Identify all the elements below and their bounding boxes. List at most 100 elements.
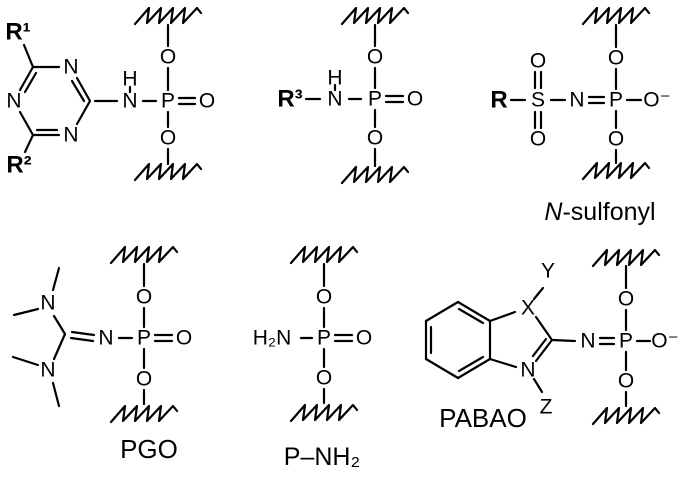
ring-bond bbox=[534, 338, 554, 363]
o-atom: O bbox=[367, 46, 383, 69]
structure-pgo: N N N P O O O PGO bbox=[11, 245, 192, 464]
n-atom: N bbox=[40, 292, 55, 315]
chain-squiggle bbox=[581, 6, 651, 26]
ring-n-atom: N bbox=[63, 124, 78, 147]
o-minus-atom: O⁻ bbox=[643, 89, 670, 112]
o-atom: O bbox=[530, 128, 546, 151]
chain-squiggle bbox=[340, 6, 410, 26]
ring-n-atom: N bbox=[6, 90, 21, 113]
structure-alkyl-phosphoramidate: R³ H N P O O O bbox=[277, 6, 423, 185]
n-atom: N bbox=[569, 89, 584, 112]
n-atom: N bbox=[98, 327, 113, 350]
o-atom: O bbox=[136, 286, 152, 309]
n-atom: N bbox=[122, 90, 137, 113]
h2n-group: H₂N bbox=[253, 327, 291, 350]
ring-bond bbox=[456, 357, 492, 380]
ring-bond-inner bbox=[531, 337, 548, 358]
ring-bond-inner bbox=[70, 79, 86, 103]
bond-methyl bbox=[12, 307, 40, 317]
ring-bond bbox=[424, 300, 460, 323]
h-atom: H bbox=[122, 68, 137, 91]
o-atom: O bbox=[316, 286, 332, 309]
chain-squiggle bbox=[591, 248, 661, 268]
chain-squiggle bbox=[340, 165, 410, 185]
o-atom: O bbox=[356, 327, 372, 350]
bond-methyl bbox=[11, 355, 40, 367]
n-atom: N bbox=[580, 330, 595, 353]
o-atom: O bbox=[618, 288, 634, 311]
o-atom: O bbox=[176, 327, 192, 350]
bond-n-z bbox=[532, 377, 544, 394]
substituent-r1: R¹ bbox=[5, 19, 30, 46]
chain-squiggle bbox=[289, 403, 359, 423]
o-atom: O bbox=[199, 90, 215, 113]
chain-squiggle bbox=[289, 245, 359, 265]
structure-caption: PABAO bbox=[439, 403, 527, 433]
o-atom: O bbox=[407, 88, 423, 111]
chain-squiggle bbox=[133, 162, 203, 182]
ring-bond bbox=[488, 357, 518, 369]
p-atom: P bbox=[137, 327, 151, 350]
substituent-r: R bbox=[490, 87, 507, 114]
p-atom: P bbox=[161, 90, 175, 113]
bond-methyl bbox=[51, 381, 61, 408]
bond-c-n bbox=[52, 332, 67, 361]
ring-bond-inner bbox=[457, 307, 485, 325]
chain-squiggle bbox=[109, 245, 179, 265]
chain-squiggle bbox=[109, 404, 179, 424]
ring-bond bbox=[424, 357, 460, 380]
structure-n-sulfonyl: R S O O N P O⁻ O O N-sulfonyl bbox=[490, 6, 671, 226]
o-atom: O bbox=[608, 128, 624, 151]
structure-triazine-phosphoramidate: R¹ R² N N N H N P O O O bbox=[5, 6, 215, 182]
p-atom: P bbox=[317, 327, 331, 350]
p-atom: P bbox=[609, 89, 623, 112]
bond-r2 bbox=[23, 133, 35, 154]
h-atom: H bbox=[327, 67, 342, 90]
o-atom: O bbox=[160, 46, 176, 69]
ring-n-atom: N bbox=[63, 56, 78, 79]
o-atom: O bbox=[367, 127, 383, 150]
bond-n-c bbox=[52, 314, 67, 336]
n-atom: N bbox=[40, 359, 55, 382]
chain-squiggle bbox=[581, 161, 651, 181]
n-atom: N bbox=[327, 88, 342, 111]
ring-bond bbox=[488, 310, 517, 323]
chain-squiggle bbox=[591, 406, 661, 426]
z-substituent: Z bbox=[540, 396, 553, 419]
n-atom: N bbox=[520, 359, 535, 382]
ring-bond bbox=[456, 300, 492, 323]
o-atom: O bbox=[316, 367, 332, 390]
x-atom: X bbox=[521, 297, 535, 320]
s-atom: S bbox=[531, 89, 545, 112]
substituent-r2: R² bbox=[6, 152, 31, 179]
y-substituent: Y bbox=[541, 260, 555, 283]
ring-bond bbox=[75, 76, 92, 103]
o-atom: O bbox=[136, 368, 152, 391]
bond-x-y bbox=[532, 286, 545, 301]
ring-bond bbox=[18, 110, 35, 137]
ring-bond-inner bbox=[457, 355, 485, 373]
ring-bond bbox=[534, 315, 554, 342]
bond-c-double-n bbox=[69, 336, 95, 343]
bond-r1 bbox=[22, 43, 35, 69]
ring-bond bbox=[75, 99, 92, 126]
bond-c-n bbox=[550, 338, 577, 343]
o-minus-atom: O⁻ bbox=[651, 330, 678, 353]
structure-caption: P–NH₂ bbox=[284, 443, 360, 471]
o-atom: O bbox=[530, 50, 546, 73]
substituent-r3: R³ bbox=[277, 86, 302, 113]
ring-bond bbox=[18, 65, 35, 92]
o-atom: O bbox=[160, 127, 176, 150]
bond-c-double-n bbox=[70, 330, 96, 337]
o-atom: O bbox=[618, 370, 634, 393]
chain-squiggle bbox=[133, 6, 203, 26]
structure-caption: PGO bbox=[120, 434, 178, 464]
structure-pabao: X Y N Z N P O⁻ O O PABAO bbox=[424, 248, 679, 433]
structure-caption: N-sulfonyl bbox=[544, 198, 655, 226]
o-atom: O bbox=[608, 47, 624, 70]
bond-methyl bbox=[51, 266, 61, 292]
structure-p-nh2: H₂N P O O O P–NH₂ bbox=[253, 245, 372, 471]
p-atom: P bbox=[619, 330, 633, 353]
